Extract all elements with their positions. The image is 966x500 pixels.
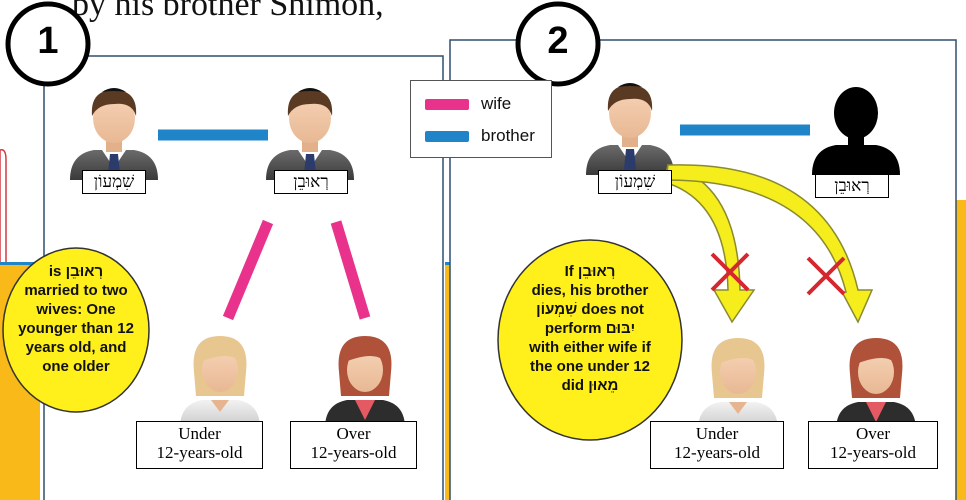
right-orange-strip [956,200,966,500]
p2-young-line2: 12-years-old [674,443,760,462]
p2-arrow-old [665,164,874,324]
p1-old-wife-label: Over 12-years-old [290,421,417,469]
p2-number-circle [515,1,601,87]
p2-old-wife-label: Over 12-years-old [808,421,938,469]
p2-young-line1: Under [695,424,739,443]
p2-callout-line-5: with either wife if [529,339,651,356]
p2-reuven-label: רְאוּבֵן [815,174,889,198]
p2-callout-line-3: שִׁמְעוֹן does not [536,301,644,318]
p1-reuven-label: רְאוּבֵן [274,170,348,194]
p1-young-wife-label: Under 12-years-old [136,421,263,469]
p1-callout-line-2: married to two [24,282,128,299]
legend-swatch-brother [425,130,469,142]
p2-callout-line-6: the one under 12 [529,358,651,375]
p1-callout-line-6: one older [42,358,110,375]
p1-young-line1: Under [178,424,221,443]
p2-callout-line-2: dies, his brother [531,282,649,299]
legend-label-brother: brother [481,126,535,145]
left-blue-strip [0,262,40,265]
p1-callout-line-5: years old, and [25,339,127,356]
p2-cross-old [806,256,846,296]
legend: wife brother [410,80,552,158]
p1-wife-line-old [330,220,371,320]
p2-arrow-young [663,164,756,324]
p2-callout-bubble [497,239,683,441]
p2-shimon-label: שִׁמְעוֹן [598,170,672,194]
p1-shimon-label: שִׁמְעוֹן [82,170,146,194]
p2-callout-text: If רְאוּבֵן dies, his brother שִׁמְעוֹן … [500,262,680,395]
legend-swatch-wife [425,98,469,110]
legend-item-wife: wife [425,94,511,114]
p2-callout-line-4: perform יִבּוּם [544,320,636,337]
legend-item-brother: brother [425,126,535,146]
p2-callout-line-1: If רְאוּבֵן [564,263,616,280]
p1-callout-line-4: younger than 12 [18,320,134,337]
top-cut-text: …by his brother Shimon, [38,0,384,23]
p1-young-line2: 12-years-old [156,443,243,462]
p2-callout-line-7: did מֵאוּן [561,377,619,394]
p1-number-circle [5,1,91,87]
p2-cross-young [710,252,750,292]
p1-callout-bubble [2,247,150,413]
p2-young-wife-label: Under 12-years-old [650,421,784,469]
p1-old-line2: 12-years-old [310,443,397,462]
p1-wife-line-young [222,219,274,321]
legend-label-wife: wife [481,94,512,113]
panel-1-number: 1 [37,20,59,62]
p1-callout-line-3: wives: One [36,301,116,318]
p1-callout-text: רְאוּבֵן is married to two wives: One yo… [3,262,149,376]
p2-old-line1: Over [856,424,890,443]
p1-callout-line-1: רְאוּבֵן is [48,263,104,280]
panel-2-number: 2 [547,20,569,62]
p1-old-line1: Over [336,424,371,443]
p2-old-line2: 12-years-old [830,443,916,462]
